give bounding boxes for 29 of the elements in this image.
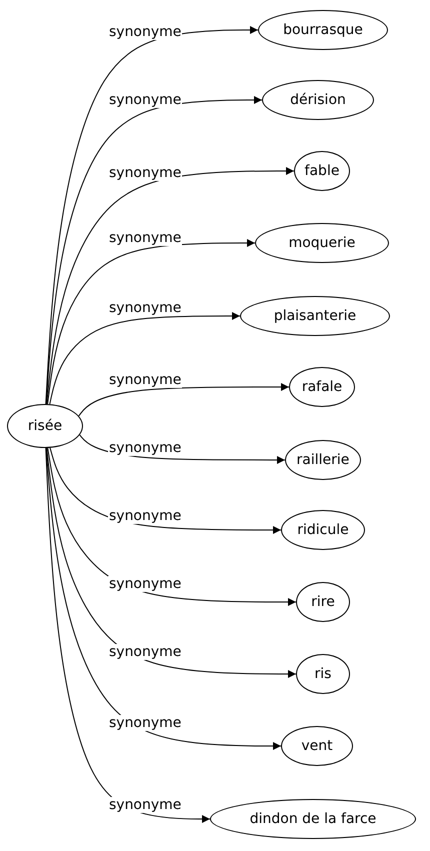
synonym-ellipse: fable [294,151,350,191]
synonym-ellipse: bourrasque [258,10,388,50]
edge-label: synonyme [108,797,182,814]
synonym-ellipse: rire [296,582,350,622]
synonym-ellipse: dindon de la farce [210,799,416,839]
edge-label: synonyme [108,714,182,731]
synonym-ellipse: dérision [262,80,374,120]
arrow [50,447,282,534]
arrow [47,239,256,405]
arrow [46,96,262,404]
arrow [79,434,286,464]
synonym-ellipse: ridicule [281,510,365,550]
arrow [45,26,258,404]
synonym-ellipse: ris [296,654,350,694]
synonym-ellipse: raillerie [285,440,361,480]
arrow [46,447,296,678]
synonym-ellipse: moquerie [255,223,389,263]
arrow [45,448,210,823]
edge-label: synonyme [108,576,182,592]
arrow [49,312,240,405]
source-ellipse: risée [7,404,83,448]
synonym-ellipse: vent [281,726,353,766]
synonym-ellipse: plaisanterie [240,296,390,336]
arrow [46,167,294,405]
arrow [46,448,282,750]
arrow [47,447,296,606]
synonym-ellipse: rafale [289,367,355,407]
arrow [78,383,290,416]
edge-label: synonyme [108,644,182,660]
